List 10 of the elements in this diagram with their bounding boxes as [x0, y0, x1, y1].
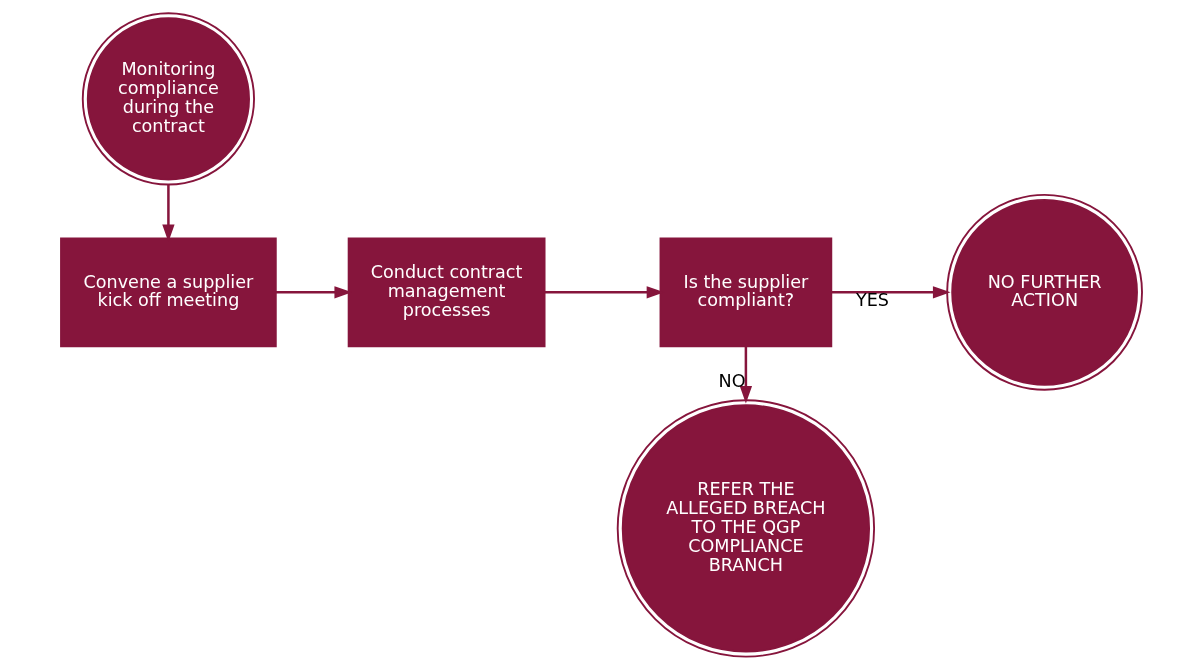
node-box: Is the supplier compliant?: [659, 237, 832, 348]
node-box: Convene a supplier kick off meeting: [59, 237, 277, 348]
arrow: [739, 346, 752, 404]
node-circle: Monitoring compliance during the contract: [81, 12, 255, 186]
node-circle: REFER THE ALLEGED BREACH TO THE QGP COMPLIANCE BRANCH: [616, 399, 875, 658]
edge-label: YES: [855, 290, 889, 311]
arrow: [831, 286, 951, 299]
node-box: Conduct contract management processes: [347, 237, 545, 348]
edge-label: NO: [718, 371, 746, 392]
node-circle: NO FURTHER ACTION: [945, 193, 1143, 391]
